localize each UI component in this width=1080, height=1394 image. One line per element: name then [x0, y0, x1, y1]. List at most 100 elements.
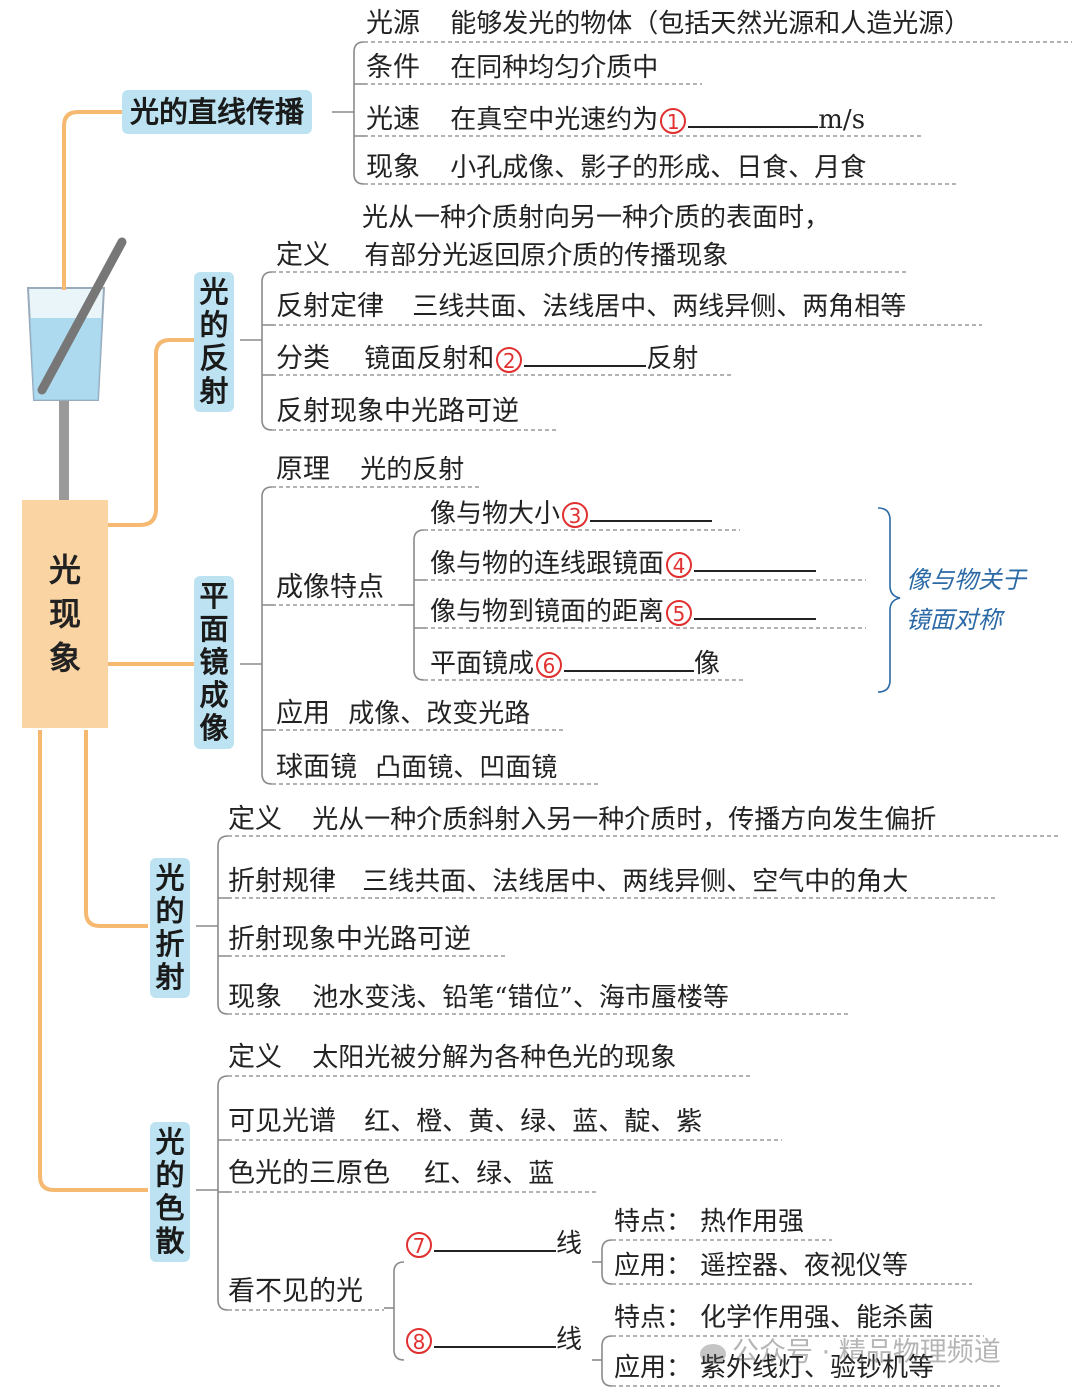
item-key: 特点：	[614, 1303, 693, 1333]
item-suffix: 线	[556, 1229, 583, 1259]
item-suffix: 像	[694, 649, 721, 679]
glass-illustration	[26, 237, 127, 500]
category-label: 光的色散	[155, 1125, 185, 1258]
refraction-law: 折射规律 三线共面、法线居中、两线异侧、空气中的角大	[228, 866, 908, 898]
item-text: 光的反射	[360, 455, 465, 485]
item-key: 应用	[276, 698, 330, 729]
definition-text: 有部分光返回原介质的传播现象	[364, 241, 729, 271]
item-text: 三线共面、法线居中、两线异侧、两角相等	[412, 292, 907, 322]
dispersion-primaries: 色光的三原色 红、绿、蓝	[228, 1158, 554, 1190]
item-key: 应用：	[614, 1251, 693, 1281]
infrared-application: 应用：遥控器、夜视仪等	[614, 1250, 908, 1282]
definition-text: 光从一种介质射向另一种介质的表面时，	[362, 203, 831, 233]
blank-number: 6	[536, 652, 563, 678]
symmetry-note: 像与物关于 镜面对称	[906, 560, 1026, 640]
item-text: 红、橙、黄、绿、蓝、靛、紫	[364, 1107, 703, 1137]
item-text: 凸面镜、凹面镜	[375, 753, 558, 783]
item-text: 红、绿、蓝	[424, 1159, 555, 1189]
category-reflection: 光的反射	[194, 272, 234, 412]
category-label: 光的折射	[155, 861, 185, 994]
item-key: 定义	[228, 1042, 282, 1073]
item-key: 可见光谱	[228, 1106, 336, 1137]
blank-number: 1	[660, 108, 687, 134]
item-text: 三线共面、法线居中、两线异侧、空气中的角大	[362, 867, 909, 897]
item-key: 条件	[366, 52, 420, 83]
category-linear-propagation: 光的直线传播	[122, 90, 313, 134]
item-key: 球面镜	[276, 752, 357, 783]
feature-text: 像与物到镜面的距离	[430, 597, 665, 627]
item-key: 分类	[276, 343, 330, 374]
item-key: 现象	[366, 152, 420, 183]
infrared-feature: 特点：热作用强	[614, 1206, 804, 1238]
item-key: 现象	[228, 982, 282, 1013]
answer-blank[interactable]	[590, 512, 713, 522]
category-refraction: 光的折射	[150, 858, 190, 998]
item-text: 太阳光被分解为各种色光的现象	[312, 1043, 677, 1073]
feature-text: 像与物大小	[430, 499, 561, 529]
answer-blank[interactable]	[434, 1242, 556, 1252]
reflection-definition: 定义 有部分光返回原介质的传播现象	[276, 240, 728, 272]
answer-blank[interactable]	[688, 118, 819, 128]
item-text: 光从一种介质斜射入另一种介质时，传播方向发生偏折	[312, 805, 937, 835]
item-text: 在真空中光速约为	[450, 105, 659, 135]
refraction-reversible: 折射现象中光路可逆	[228, 924, 471, 956]
item-suffix: 反射	[646, 344, 699, 374]
dispersion-definition: 定义 太阳光被分解为各种色光的现象	[228, 1042, 676, 1074]
category-plane-mirror: 平面镜成像	[194, 576, 234, 749]
item-text: 化学作用强、能杀菌	[700, 1303, 935, 1333]
category-label: 光的直线传播	[130, 95, 305, 129]
mirror-principle: 原理 光的反射	[276, 454, 464, 486]
unit: m/s	[818, 105, 866, 135]
item-light-source: 光源 能够发光的物体（包括天然光源和人造光源）	[366, 8, 970, 40]
item-key: 应用：	[614, 1353, 693, 1383]
answer-blank[interactable]	[434, 1338, 556, 1348]
answer-blank[interactable]	[694, 610, 817, 620]
answer-blank[interactable]	[564, 662, 695, 672]
symmetry-line: 像与物关于	[906, 566, 1026, 594]
reflection-law: 反射定律 三线共面、法线居中、两线异侧、两角相等	[276, 291, 906, 323]
answer-blank[interactable]	[694, 562, 817, 572]
item-key: 成像特点	[276, 572, 384, 603]
watermark-text: 公众号 · 精品物理频道	[732, 1337, 1001, 1368]
wechat-icon	[700, 1343, 726, 1364]
feature-text: 平面镜成	[430, 649, 535, 679]
blank-number: 2	[496, 347, 523, 373]
item-text: 遥控器、夜视仪等	[700, 1251, 909, 1281]
mirror-application: 应用 成像、改变光路	[276, 698, 530, 730]
item-text: 热作用强	[700, 1207, 805, 1237]
item-text: 成像、改变光路	[348, 699, 531, 729]
item-key: 反射定律	[276, 291, 384, 322]
item-text: 在同种均匀介质中	[450, 53, 659, 83]
blank-number: 5	[666, 600, 693, 626]
item-text: 池水变浅、铅笔“错位”、海市蜃楼等	[312, 983, 729, 1013]
refraction-definition: 定义 光从一种介质斜射入另一种介质时，传播方向发生偏折	[228, 804, 936, 836]
symmetry-line: 镜面对称	[906, 606, 1002, 634]
answer-blank[interactable]	[524, 357, 647, 367]
refraction-phenomenon: 现象 池水变浅、铅笔“错位”、海市蜃楼等	[228, 982, 729, 1014]
reflection-definition-line1: 光从一种介质射向另一种介质的表面时，	[362, 202, 830, 234]
item-key: 特点：	[614, 1207, 693, 1237]
item-condition: 条件 在同种均匀介质中	[366, 52, 658, 84]
blank-number: 8	[406, 1328, 432, 1354]
category-label: 平面镜成像	[199, 579, 229, 745]
root-topic: 光现象	[22, 500, 108, 728]
item-key: 光源	[366, 8, 420, 39]
watermark: 公众号 · 精品物理频道	[700, 1330, 1001, 1369]
item-text: 镜面反射和	[364, 344, 495, 374]
item-suffix: 线	[556, 1325, 583, 1355]
reflection-reversible: 反射现象中光路可逆	[276, 396, 519, 428]
item-key: 定义	[276, 240, 330, 271]
mirror-features-label: 成像特点	[276, 572, 384, 604]
blank-number: 4	[666, 552, 693, 578]
item-text: 反射现象中光路可逆	[276, 396, 519, 427]
item-key: 折射规律	[228, 866, 336, 897]
